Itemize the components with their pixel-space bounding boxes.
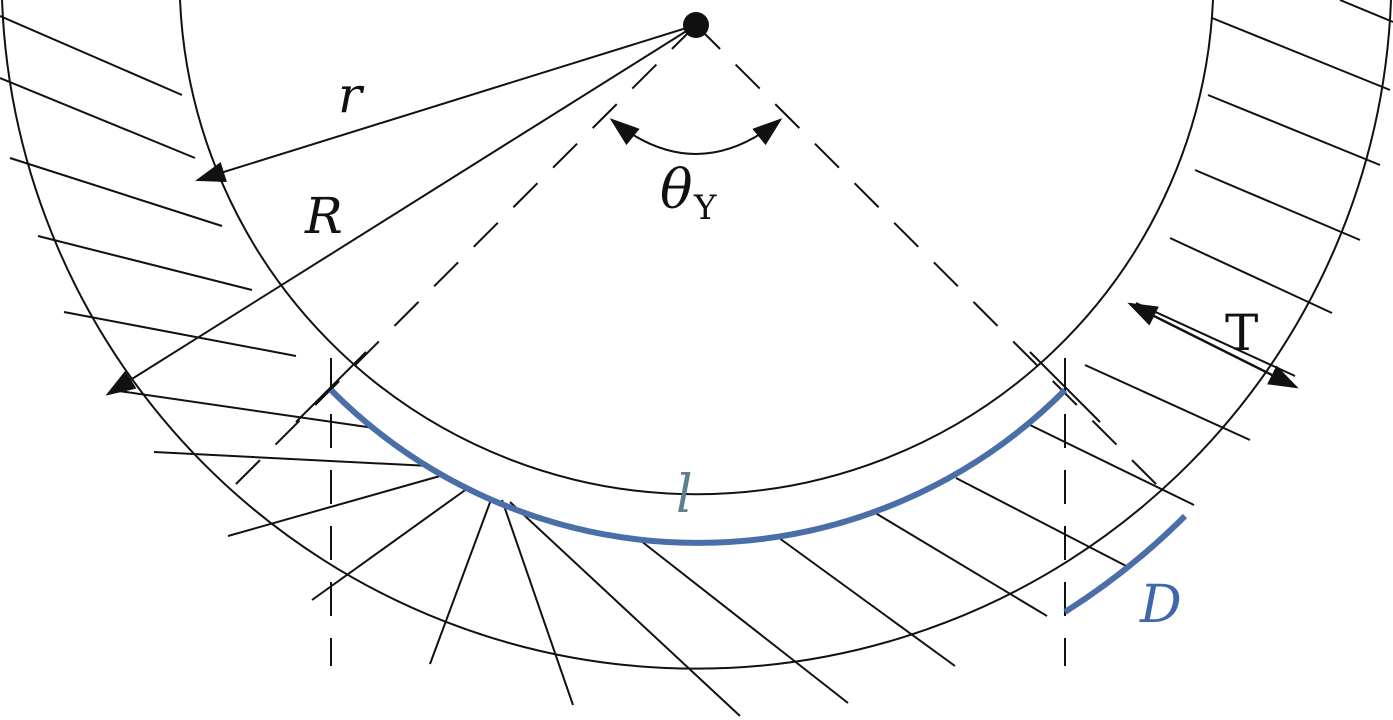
construction-lines xyxy=(221,24,1171,666)
radius-R-arrow xyxy=(105,24,697,396)
arc-D xyxy=(1063,513,1188,615)
outer-arc xyxy=(1,0,1392,670)
radius-r-arrow xyxy=(195,24,697,183)
theta-angle-arc xyxy=(609,118,783,155)
label-R: R xyxy=(304,187,343,245)
label-theta-subscript: Y xyxy=(693,188,717,228)
thickness-T-arrow xyxy=(1127,302,1299,389)
label-theta: θ xyxy=(660,158,693,221)
label-D: D xyxy=(1139,575,1182,635)
label-T: T xyxy=(1225,304,1258,362)
dashed-radial-right xyxy=(695,24,1171,499)
arc-length-l xyxy=(328,387,1068,546)
dashed-radial-left xyxy=(221,24,697,499)
label-r: r xyxy=(338,66,365,124)
inner-arc xyxy=(179,0,1214,496)
label-l: l xyxy=(676,465,693,525)
tick-marks xyxy=(295,351,1101,423)
